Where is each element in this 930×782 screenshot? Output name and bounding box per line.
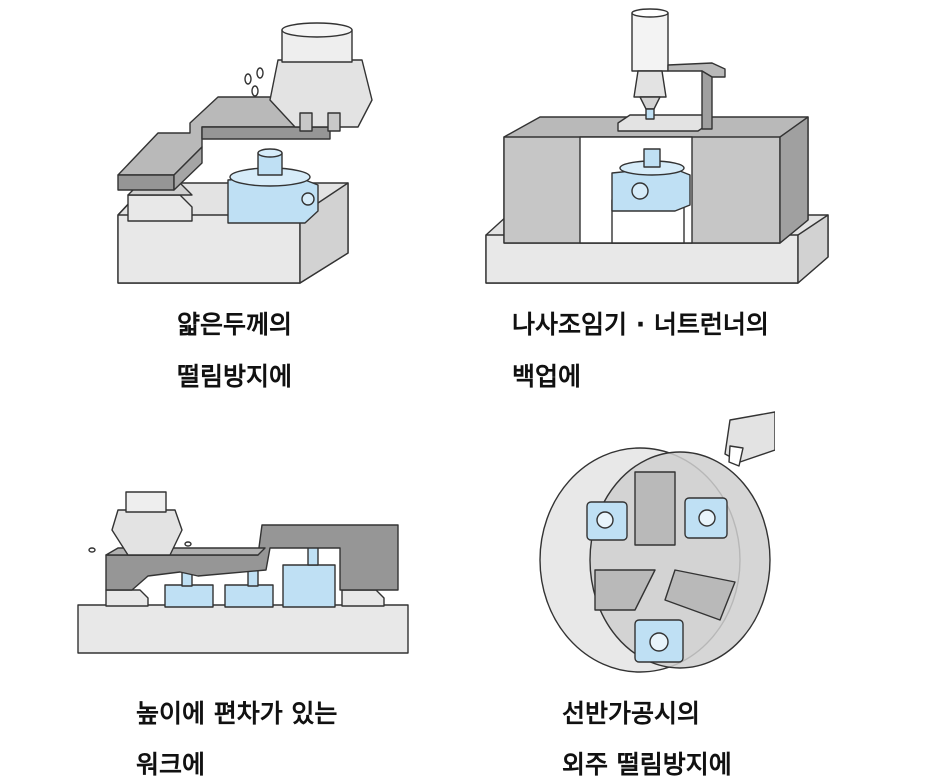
caption-panel-1-line-1: 얇은두께의 (177, 310, 293, 339)
illustration-thin-wall-milling (117, 22, 373, 284)
illustration-lathe-chuck (539, 411, 775, 673)
illustration-uneven-workpiece (77, 491, 409, 654)
caption-panel-3-line-2: 워크에 (136, 750, 206, 779)
caption-panel-4-line-2: 외주 떨림방지에 (562, 750, 732, 779)
caption-panel-4-line-1: 선반가공시의 (562, 699, 701, 728)
caption-panel-2-line-1: 나사조임기 · 너트런너의 (512, 310, 769, 339)
caption-panel-3-line-1: 높이에 편차가 있는 (136, 699, 338, 728)
caption-panel-2-line-2: 백업에 (512, 362, 582, 391)
caption-panel-1-line-2: 떨림방지에 (177, 362, 293, 391)
illustration-drilling-backup (485, 8, 829, 284)
